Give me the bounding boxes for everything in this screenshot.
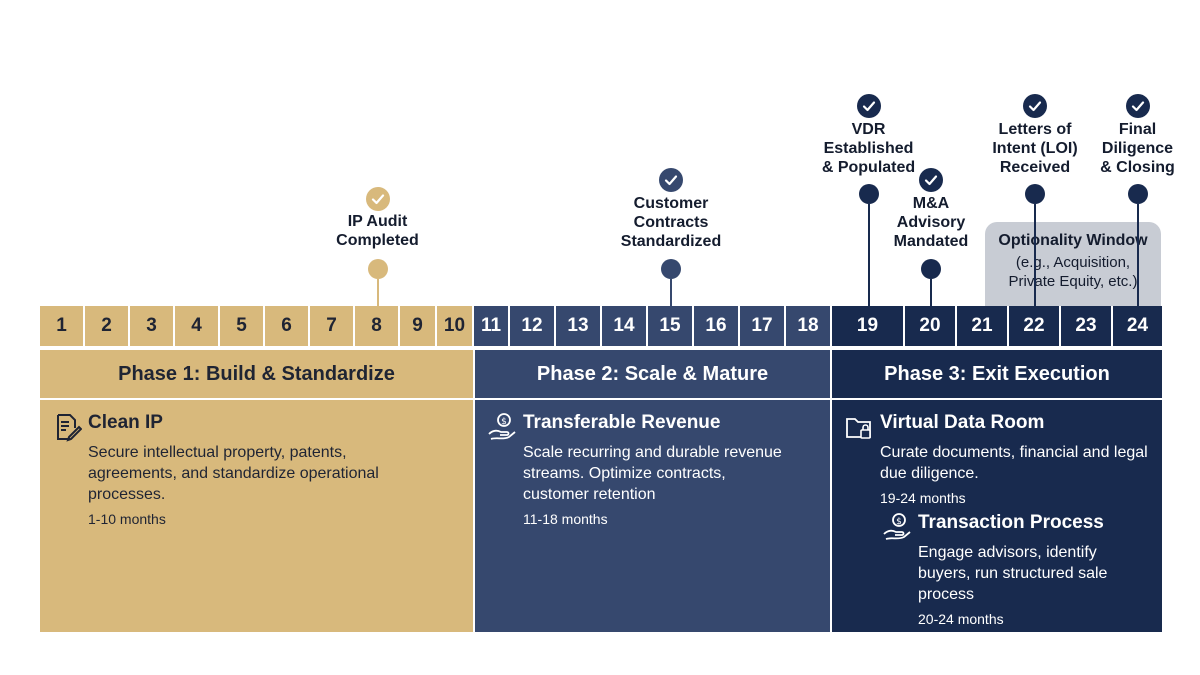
block-description: Engage advisors, identify buyers, run st… [918,542,1153,630]
month-cell: 11 [474,306,510,346]
milestone-label-line: Established [823,140,914,157]
block-months: 1-10 months [88,511,166,527]
month-cell: 16 [694,306,740,346]
milestone-dot [921,259,941,279]
month-cell: 4 [175,306,220,346]
milestone-check-icon [919,168,943,192]
block-title: Virtual Data Room [880,412,1045,433]
month-cell: 12 [510,306,556,346]
milestone-label-line: & Populated [821,159,916,176]
phase-2-panel: Phase 2: Scale & Mature $ Transferable R… [475,350,830,632]
folder-lock-icon [846,418,871,439]
svg-text:$: $ [501,417,507,427]
month-cell: 2 [85,306,130,346]
optionality-window: Optionality Window (e.g., Acquisition, P… [985,222,1161,306]
milestone-label-line: M&A [912,195,950,212]
milestone-dot [858,184,879,204]
month-cell: 10 [437,306,474,346]
milestone-check-icon [1023,94,1047,118]
block-title: Clean IP [88,412,163,433]
milestone-label-line: & Closing [1100,159,1175,176]
milestone-label-line: Standardized [620,233,722,250]
block-desc-text: Scale recurring and durable revenue stre… [523,444,782,503]
milestone-connector [376,279,379,306]
milestone-label-line: Completed [336,232,419,249]
milestone-connector [670,279,672,306]
optionality-subtitle: (e.g., Acquisition, Private Equity, etc.… [985,253,1161,291]
milestone-label-line: Intent (LOI) [992,140,1078,157]
milestone-connector [930,279,932,306]
month-cell: 3 [130,306,175,346]
phase-2-title: Phase 2: Scale & Mature [475,350,830,400]
phase-3-panel: Phase 3: Exit Execution Virtual Data Roo… [832,350,1162,632]
block-description: Secure intellectual property, patents, a… [88,442,428,530]
milestone-check-icon [1125,94,1150,118]
phase-1-panel: Phase 1: Build & Standardize Clean IP Se… [40,350,473,632]
month-cell: 8 [355,306,400,346]
milestone-check-icon [365,187,390,211]
milestone-label-line: Mandated [893,233,969,250]
block-desc-text: Engage advisors, identify buyers, run st… [918,544,1108,603]
milestone-dot [661,259,681,279]
milestone-check-icon [856,94,881,118]
month-cell: 5 [220,306,265,346]
document-pen-icon [57,414,82,442]
block-months: 11-18 months [523,511,608,527]
milestone-dot [1025,184,1045,204]
month-cell: 22 [1009,306,1061,346]
svg-text:$: $ [896,517,902,527]
hand-dollar-icon: $ [488,413,516,440]
milestone-check-icon [659,168,683,192]
block-description: Scale recurring and durable revenue stre… [523,442,783,530]
milestone-dot [367,259,388,279]
block-desc-text: Secure intellectual property, patents, a… [88,444,379,503]
milestone-label: VDR Established & Populated [799,120,939,177]
optionality-title: Optionality Window [998,232,1148,249]
milestone-label-line: Contracts [633,214,709,231]
optionality-sub-line: (e.g., Acquisition, [1015,254,1131,271]
month-cell: 23 [1061,306,1113,346]
milestone-connector [867,204,870,306]
month-cell: 21 [957,306,1009,346]
month-cell: 20 [905,306,957,346]
phase-3-title: Phase 3: Exit Execution [832,350,1162,400]
month-cell: 9 [400,306,437,346]
month-cell: 15 [648,306,694,346]
month-cell: 7 [310,306,355,346]
milestone-label-line: Received [999,159,1071,176]
milestone-label-line: VDR [851,121,886,138]
block-title: Transferable Revenue [523,412,721,433]
month-cell: 6 [265,306,310,346]
month-cell: 1 [40,306,85,346]
milestone-connector [1136,204,1139,306]
block-desc-text: Curate documents, financial and legal du… [880,444,1148,482]
block-description: Curate documents, financial and legal du… [880,442,1155,509]
milestone-label-line: Advisory [896,214,966,231]
milestone-label-line: Diligence [1101,140,1174,157]
milestone-label-line: Letters of [998,121,1072,138]
hand-dollar-icon: $ [883,513,911,540]
block-months: 19-24 months [880,490,966,506]
month-cell: 19 [832,306,905,346]
milestone-label-line: Customer [633,195,709,212]
month-cell: 13 [556,306,602,346]
milestone-label: Letters of Intent (LOI) Received [965,120,1105,177]
block-title: Transaction Process [918,512,1104,533]
month-cell: 14 [602,306,648,346]
milestone-label-line: IP Audit [347,213,408,230]
month-cell: 17 [740,306,786,346]
month-cell: 18 [786,306,832,346]
phase-1-title: Phase 1: Build & Standardize [40,350,473,400]
month-cell: 24 [1113,306,1162,346]
block-months: 20-24 months [918,611,1004,627]
milestone-label-line: Final [1118,121,1157,138]
milestone-dot [1127,184,1148,204]
milestone-connector [1034,204,1036,306]
optionality-sub-line: Private Equity, etc.) [1008,273,1138,290]
